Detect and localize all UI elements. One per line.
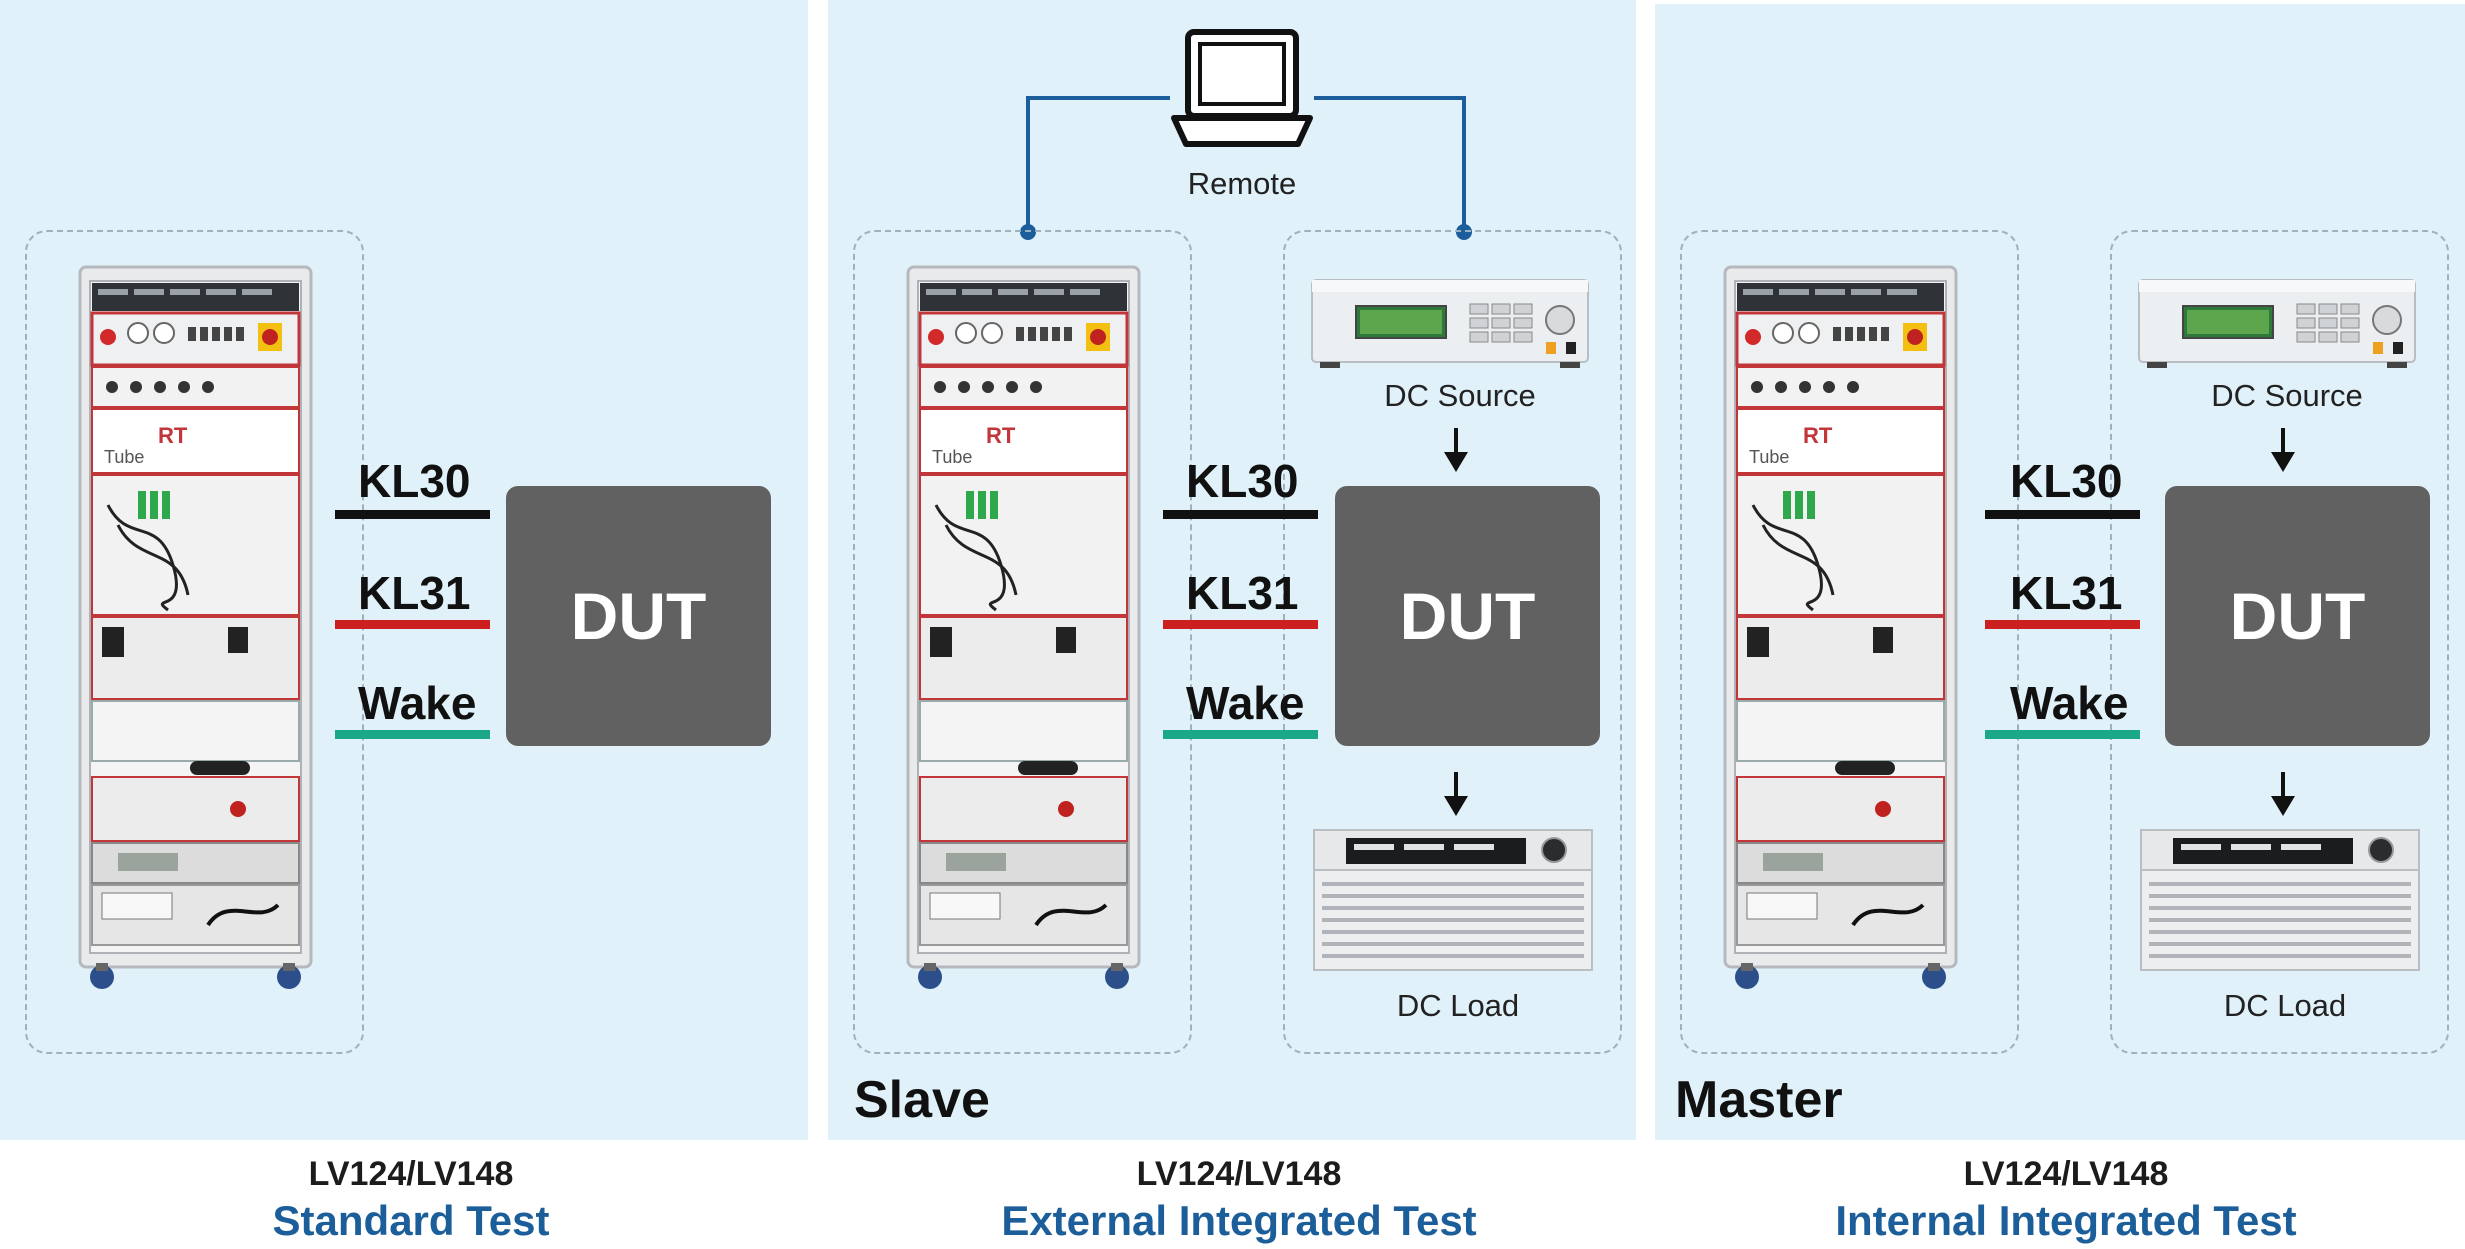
dut-box: DUT — [2165, 486, 2430, 746]
test-rack-image: RT Tube — [78, 265, 313, 989]
kl30-line — [1163, 510, 1318, 519]
signal-label-kl31: KL31 — [358, 567, 471, 619]
caption-external-test: LV124/LV148 External Integrated Test — [828, 1152, 1650, 1247]
svg-text:RT: RT — [1803, 423, 1833, 448]
remote-label: Remote — [1187, 166, 1297, 201]
dc-load-label: DC Load — [2223, 988, 2347, 1023]
mode-label-master: Master — [1675, 1071, 1843, 1129]
remote-connection-lines — [1020, 96, 1472, 240]
caption-internal-sub: LV124/LV148 — [1963, 1155, 2169, 1193]
panel-standard-test: RT Tube KL30 KL31 Wake DUT — [0, 0, 808, 1140]
caption-external-sub: LV124/LV148 — [1136, 1155, 1342, 1193]
dc-source-image — [1311, 279, 1589, 368]
signal-label-kl30: KL30 — [358, 455, 471, 507]
panel-internal-integrated-test: RT Tube DC Source KL30 KL31 Wake DUT — [1655, 4, 2465, 1140]
dut-box: DUT — [506, 486, 771, 746]
rack-group-frame — [1680, 230, 2019, 1054]
signal-label-kl30: KL30 — [1186, 455, 1299, 507]
panel-external-integrated-test: Remote RT Tube DC — [828, 0, 1636, 1140]
caption-internal-title: Internal Integrated Test — [1835, 1197, 2297, 1245]
svg-text:Tube: Tube — [104, 447, 144, 467]
dc-source-image — [2138, 279, 2416, 368]
arrow-down-icon — [1444, 428, 1468, 472]
wake-line — [1163, 730, 1318, 739]
kl30-line — [335, 510, 490, 519]
signal-label-wake: Wake — [1186, 677, 1305, 729]
svg-text:RT: RT — [986, 423, 1016, 448]
kl31-line — [1163, 620, 1318, 629]
svg-text:RT: RT — [158, 423, 188, 448]
arrow-down-icon — [2271, 772, 2295, 816]
kl31-line — [335, 620, 490, 629]
signal-label-kl31: KL31 — [2010, 567, 2123, 619]
dc-source-label: DC Source — [2211, 378, 2363, 413]
dc-load-label: DC Load — [1396, 988, 1520, 1023]
kl31-line — [1985, 620, 2140, 629]
mode-label-slave: Slave — [854, 1071, 990, 1129]
test-rack-image: RT Tube — [906, 265, 1141, 989]
caption-internal-test: LV124/LV148 Internal Integrated Test — [1655, 1152, 2465, 1247]
caption-external-title: External Integrated Test — [1001, 1197, 1477, 1245]
instrument-group-frame — [1283, 230, 1622, 1054]
signal-label-kl31: KL31 — [1186, 567, 1299, 619]
caption-standard-test: LV124/LV148 Standard Test — [0, 1152, 822, 1247]
dc-source-label: DC Source — [1384, 378, 1536, 413]
caption-standard-title: Standard Test — [272, 1197, 550, 1245]
wake-line — [1985, 730, 2140, 739]
signal-label-wake: Wake — [2010, 677, 2129, 729]
dc-load-image — [2140, 829, 2420, 971]
svg-text:Tube: Tube — [1749, 447, 1789, 467]
svg-text:Tube: Tube — [932, 447, 972, 467]
instrument-group-frame — [2110, 230, 2449, 1054]
dc-load-image — [1313, 829, 1593, 971]
caption-standard-sub: LV124/LV148 — [308, 1155, 514, 1193]
signal-label-kl30: KL30 — [2010, 455, 2123, 507]
kl30-line — [1985, 510, 2140, 519]
dut-box: DUT — [1335, 486, 1600, 746]
test-rack-image: RT Tube — [1723, 265, 1958, 989]
rack-group-frame — [853, 230, 1192, 1054]
laptop-icon — [1171, 29, 1313, 147]
rack-group-frame — [25, 230, 364, 1054]
wake-line — [335, 730, 490, 739]
arrow-down-icon — [1444, 772, 1468, 816]
signal-label-wake: Wake — [358, 677, 477, 729]
arrow-down-icon — [2271, 428, 2295, 472]
